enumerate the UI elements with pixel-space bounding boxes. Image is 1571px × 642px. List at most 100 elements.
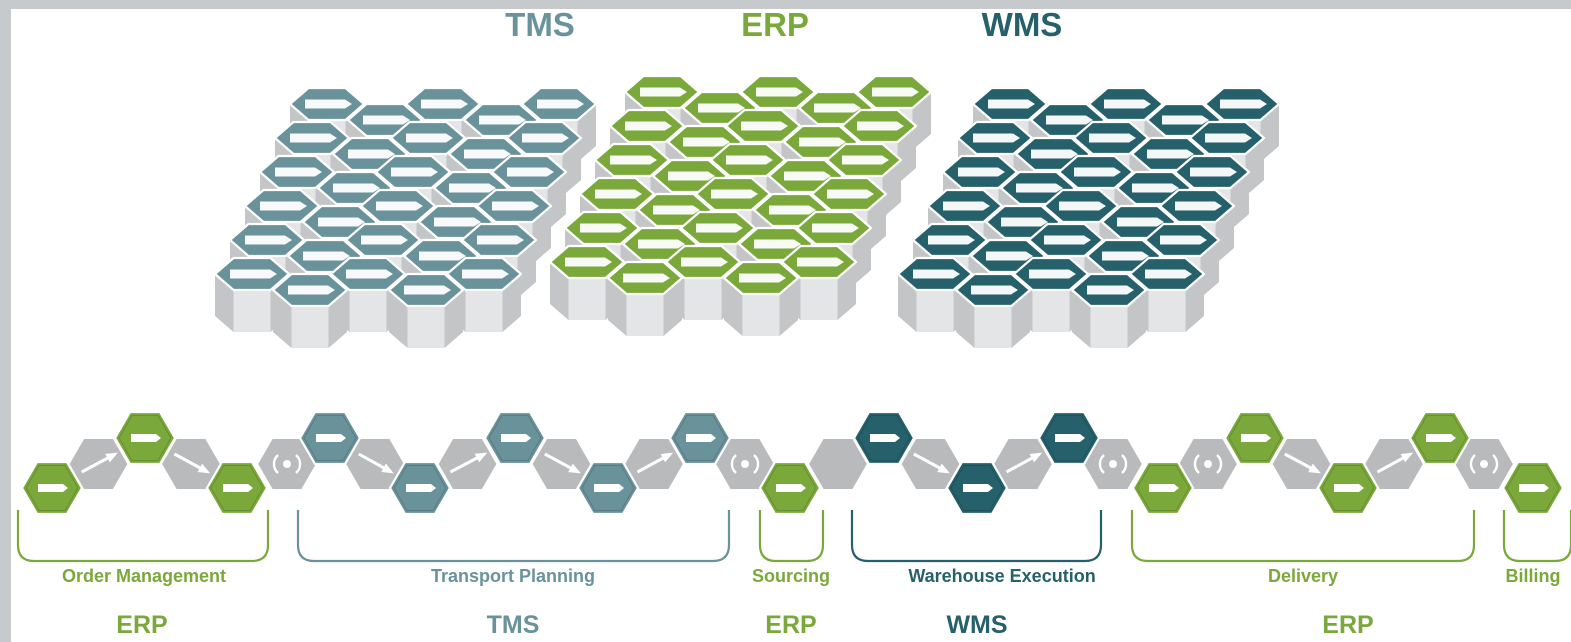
arrow-tag-icon bbox=[406, 133, 453, 143]
arrow-tag-icon bbox=[275, 167, 322, 177]
arrow-tag-icon bbox=[842, 155, 889, 165]
arrow-tag-icon bbox=[406, 484, 436, 492]
arrow-tag-icon bbox=[537, 99, 584, 109]
diagonal-arrow-icon bbox=[636, 452, 674, 474]
arrow-tag-icon bbox=[797, 257, 844, 267]
arrow-tag-icon bbox=[290, 133, 337, 143]
arrow-tag-icon bbox=[288, 285, 335, 295]
wms-module-hex bbox=[852, 410, 916, 466]
arrow-tag-icon bbox=[812, 223, 859, 233]
platform-hex bbox=[606, 260, 684, 336]
diagonal-arrow-icon bbox=[173, 452, 211, 474]
wms-module-hex bbox=[945, 460, 1009, 516]
system-label-erp-2: ERP bbox=[765, 611, 816, 639]
radio-signal-icon bbox=[1098, 454, 1128, 474]
tms-hex-grid bbox=[213, 86, 598, 348]
diagonal-arrow-icon bbox=[449, 452, 488, 474]
diagonal-arrow-icon bbox=[544, 452, 581, 474]
arrow-tag-icon bbox=[434, 217, 481, 227]
arrow-tag-icon bbox=[1132, 183, 1179, 193]
platform-title-wms: WMS bbox=[982, 9, 1063, 43]
arrow-tag-icon bbox=[260, 201, 307, 211]
radio-signal-icon bbox=[272, 454, 302, 474]
arrow-tag-icon bbox=[1162, 115, 1209, 125]
tms-module-hex bbox=[388, 460, 452, 516]
arrow-tag-icon bbox=[1145, 269, 1192, 279]
arrow-tag-icon bbox=[776, 484, 806, 492]
stage-label-order-management: Order Management bbox=[62, 566, 226, 586]
arrow-tag-icon bbox=[711, 189, 758, 199]
arrow-tag-icon bbox=[1031, 149, 1078, 159]
arrow-tag-icon bbox=[1147, 149, 1194, 159]
stage-bracket bbox=[1130, 510, 1476, 563]
system-label-erp-1: ERP bbox=[116, 611, 167, 639]
erp-module-hex bbox=[758, 460, 822, 516]
arrow-tag-icon bbox=[988, 99, 1035, 109]
arrow-tag-icon bbox=[683, 137, 730, 147]
arrow-tag-icon bbox=[1055, 434, 1085, 442]
arrow-tag-icon bbox=[638, 239, 685, 249]
platform-hex bbox=[271, 272, 349, 348]
arrow-tag-icon bbox=[696, 223, 743, 233]
diagonal-arrow-icon bbox=[81, 452, 118, 474]
arrow-tag-icon bbox=[756, 87, 803, 97]
arrow-tag-icon bbox=[580, 223, 627, 233]
erp-module-hex bbox=[1223, 410, 1287, 466]
tms-module-hex bbox=[668, 410, 732, 466]
arrow-tag-icon bbox=[681, 257, 728, 267]
arrow-tag-icon bbox=[492, 201, 539, 211]
platform-title-tms: TMS bbox=[505, 9, 575, 43]
arrow-tag-icon bbox=[230, 269, 277, 279]
platform-titles: TMS ERP WMS bbox=[505, 9, 1062, 43]
arrow-tag-icon bbox=[595, 189, 642, 199]
arrow-tag-icon bbox=[640, 87, 687, 97]
stage-label-sourcing: Sourcing bbox=[752, 566, 830, 586]
arrow-tag-icon bbox=[653, 205, 700, 215]
arrow-tag-icon bbox=[698, 103, 745, 113]
arrow-tag-icon bbox=[333, 183, 380, 193]
arrow-tag-icon bbox=[872, 87, 919, 97]
arrow-tag-icon bbox=[38, 484, 68, 492]
arrow-tag-icon bbox=[477, 235, 524, 245]
arrow-tag-icon bbox=[131, 434, 161, 442]
arrow-tag-icon bbox=[1205, 133, 1252, 143]
diagonal-arrow-icon bbox=[358, 452, 394, 474]
arrow-tag-icon bbox=[784, 171, 831, 181]
arrow-tag-icon bbox=[316, 434, 346, 442]
arrow-tag-icon bbox=[1001, 217, 1048, 227]
arrow-tag-icon bbox=[1046, 115, 1093, 125]
wms-module-hex bbox=[1037, 410, 1101, 466]
platform-title-erp: ERP bbox=[741, 9, 809, 43]
arrow-tag-icon bbox=[1089, 133, 1136, 143]
stage-labels: Order Management Transport Planning Sour… bbox=[62, 566, 1561, 639]
arrow-tag-icon bbox=[565, 257, 612, 267]
arrow-tag-icon bbox=[1016, 183, 1063, 193]
arrow-tag-icon bbox=[726, 155, 773, 165]
arrow-tag-icon bbox=[1426, 434, 1456, 442]
arrow-tag-icon bbox=[1190, 167, 1237, 177]
arrow-tag-icon bbox=[986, 251, 1033, 261]
arrow-tag-icon bbox=[245, 235, 292, 245]
arrow-tag-icon bbox=[1029, 269, 1076, 279]
erp-module-hex bbox=[205, 460, 269, 516]
radio-signal-icon bbox=[1193, 454, 1223, 474]
tms-module-hex bbox=[483, 410, 547, 466]
arrow-tag-icon bbox=[419, 251, 466, 261]
arrow-tag-icon bbox=[1087, 285, 1134, 295]
arrow-tag-icon bbox=[686, 434, 716, 442]
arrow-tag-icon bbox=[522, 133, 569, 143]
arrow-tag-icon bbox=[1059, 201, 1106, 211]
stage-label-warehouse-execution: Warehouse Execution bbox=[908, 566, 1095, 586]
arrow-tag-icon bbox=[1241, 434, 1271, 442]
arrow-tag-icon bbox=[610, 155, 657, 165]
arrow-tag-icon bbox=[1102, 251, 1149, 261]
radio-signal-icon bbox=[730, 454, 760, 474]
tms-module-hex bbox=[576, 460, 640, 516]
arrow-tag-icon bbox=[814, 103, 861, 113]
arrow-tag-icon bbox=[799, 137, 846, 147]
stage-bracket bbox=[850, 510, 1103, 563]
arrow-tag-icon bbox=[827, 189, 874, 199]
arrow-tag-icon bbox=[857, 121, 904, 131]
erp-module-hex bbox=[1408, 410, 1472, 466]
arrow-tag-icon bbox=[958, 167, 1005, 177]
